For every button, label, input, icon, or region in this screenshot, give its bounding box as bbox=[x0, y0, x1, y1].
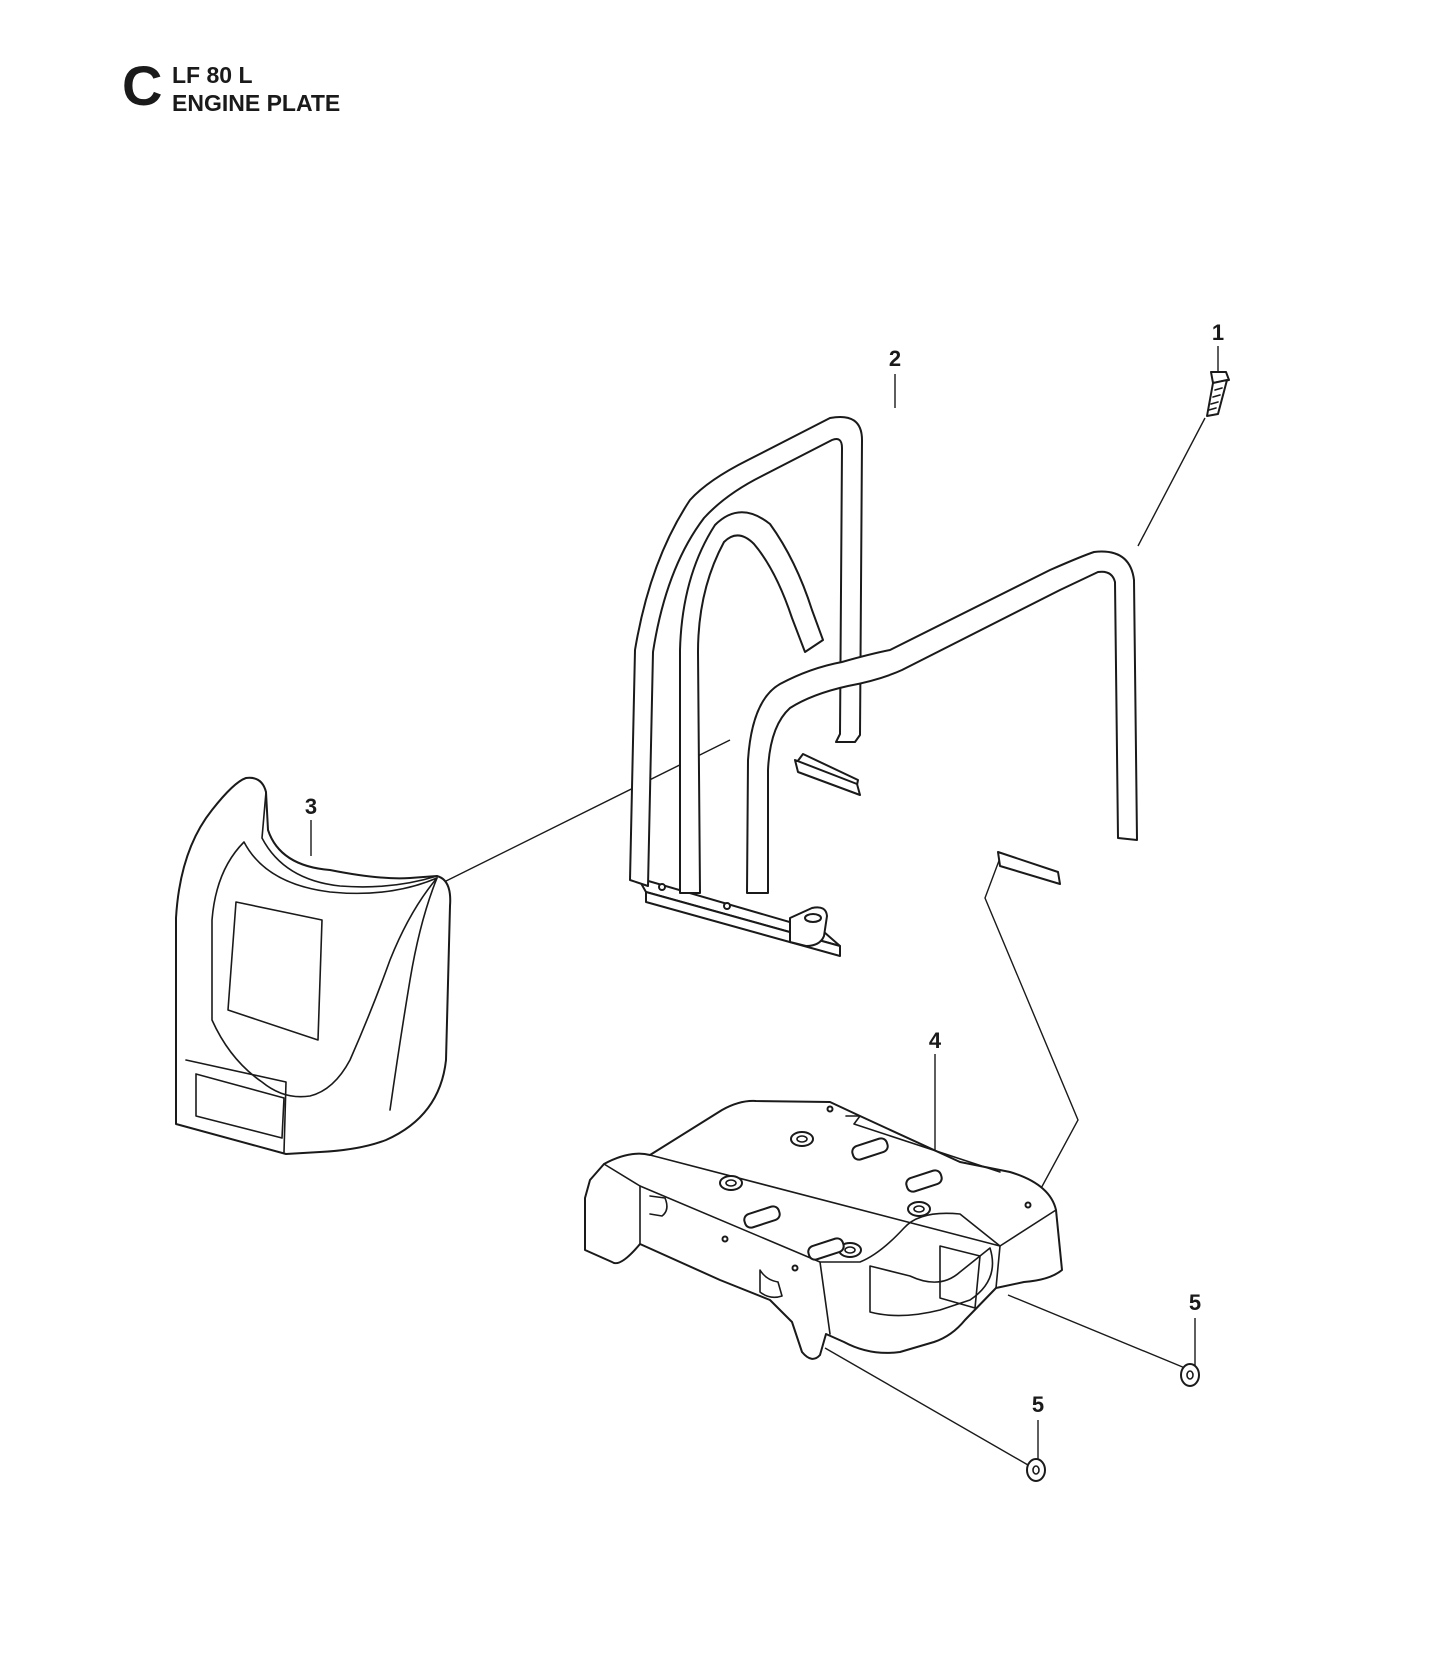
page-header: C LF 80 L ENGINE PLATE bbox=[122, 56, 522, 126]
callout-1: 1 bbox=[1212, 320, 1224, 345]
bolt-icon bbox=[1206, 371, 1230, 417]
callout-2: 2 bbox=[889, 346, 901, 371]
washer-icon bbox=[1026, 1458, 1046, 1482]
callout-3: 3 bbox=[305, 794, 317, 819]
leader-1-to-frame bbox=[1137, 417, 1206, 547]
callout-labels: 1 2 3 4 5 5 bbox=[305, 320, 1224, 1417]
leader-5a-to-plate bbox=[1007, 1294, 1186, 1369]
engine-plate-icon bbox=[584, 1099, 1063, 1360]
callout-5b: 5 bbox=[1032, 1392, 1044, 1417]
cover-icon bbox=[175, 776, 452, 1155]
leader-5b-to-plate bbox=[824, 1347, 1029, 1466]
leader-frame-to-plate bbox=[984, 857, 1079, 1206]
model-label: LF 80 L bbox=[172, 62, 253, 88]
callout-5a: 5 bbox=[1189, 1290, 1201, 1315]
callout-4: 4 bbox=[929, 1028, 942, 1053]
section-letter: C bbox=[122, 54, 163, 117]
handle-frame-icon bbox=[629, 416, 1138, 957]
washer-icon bbox=[1180, 1363, 1200, 1387]
section-title: ENGINE PLATE bbox=[172, 90, 341, 116]
